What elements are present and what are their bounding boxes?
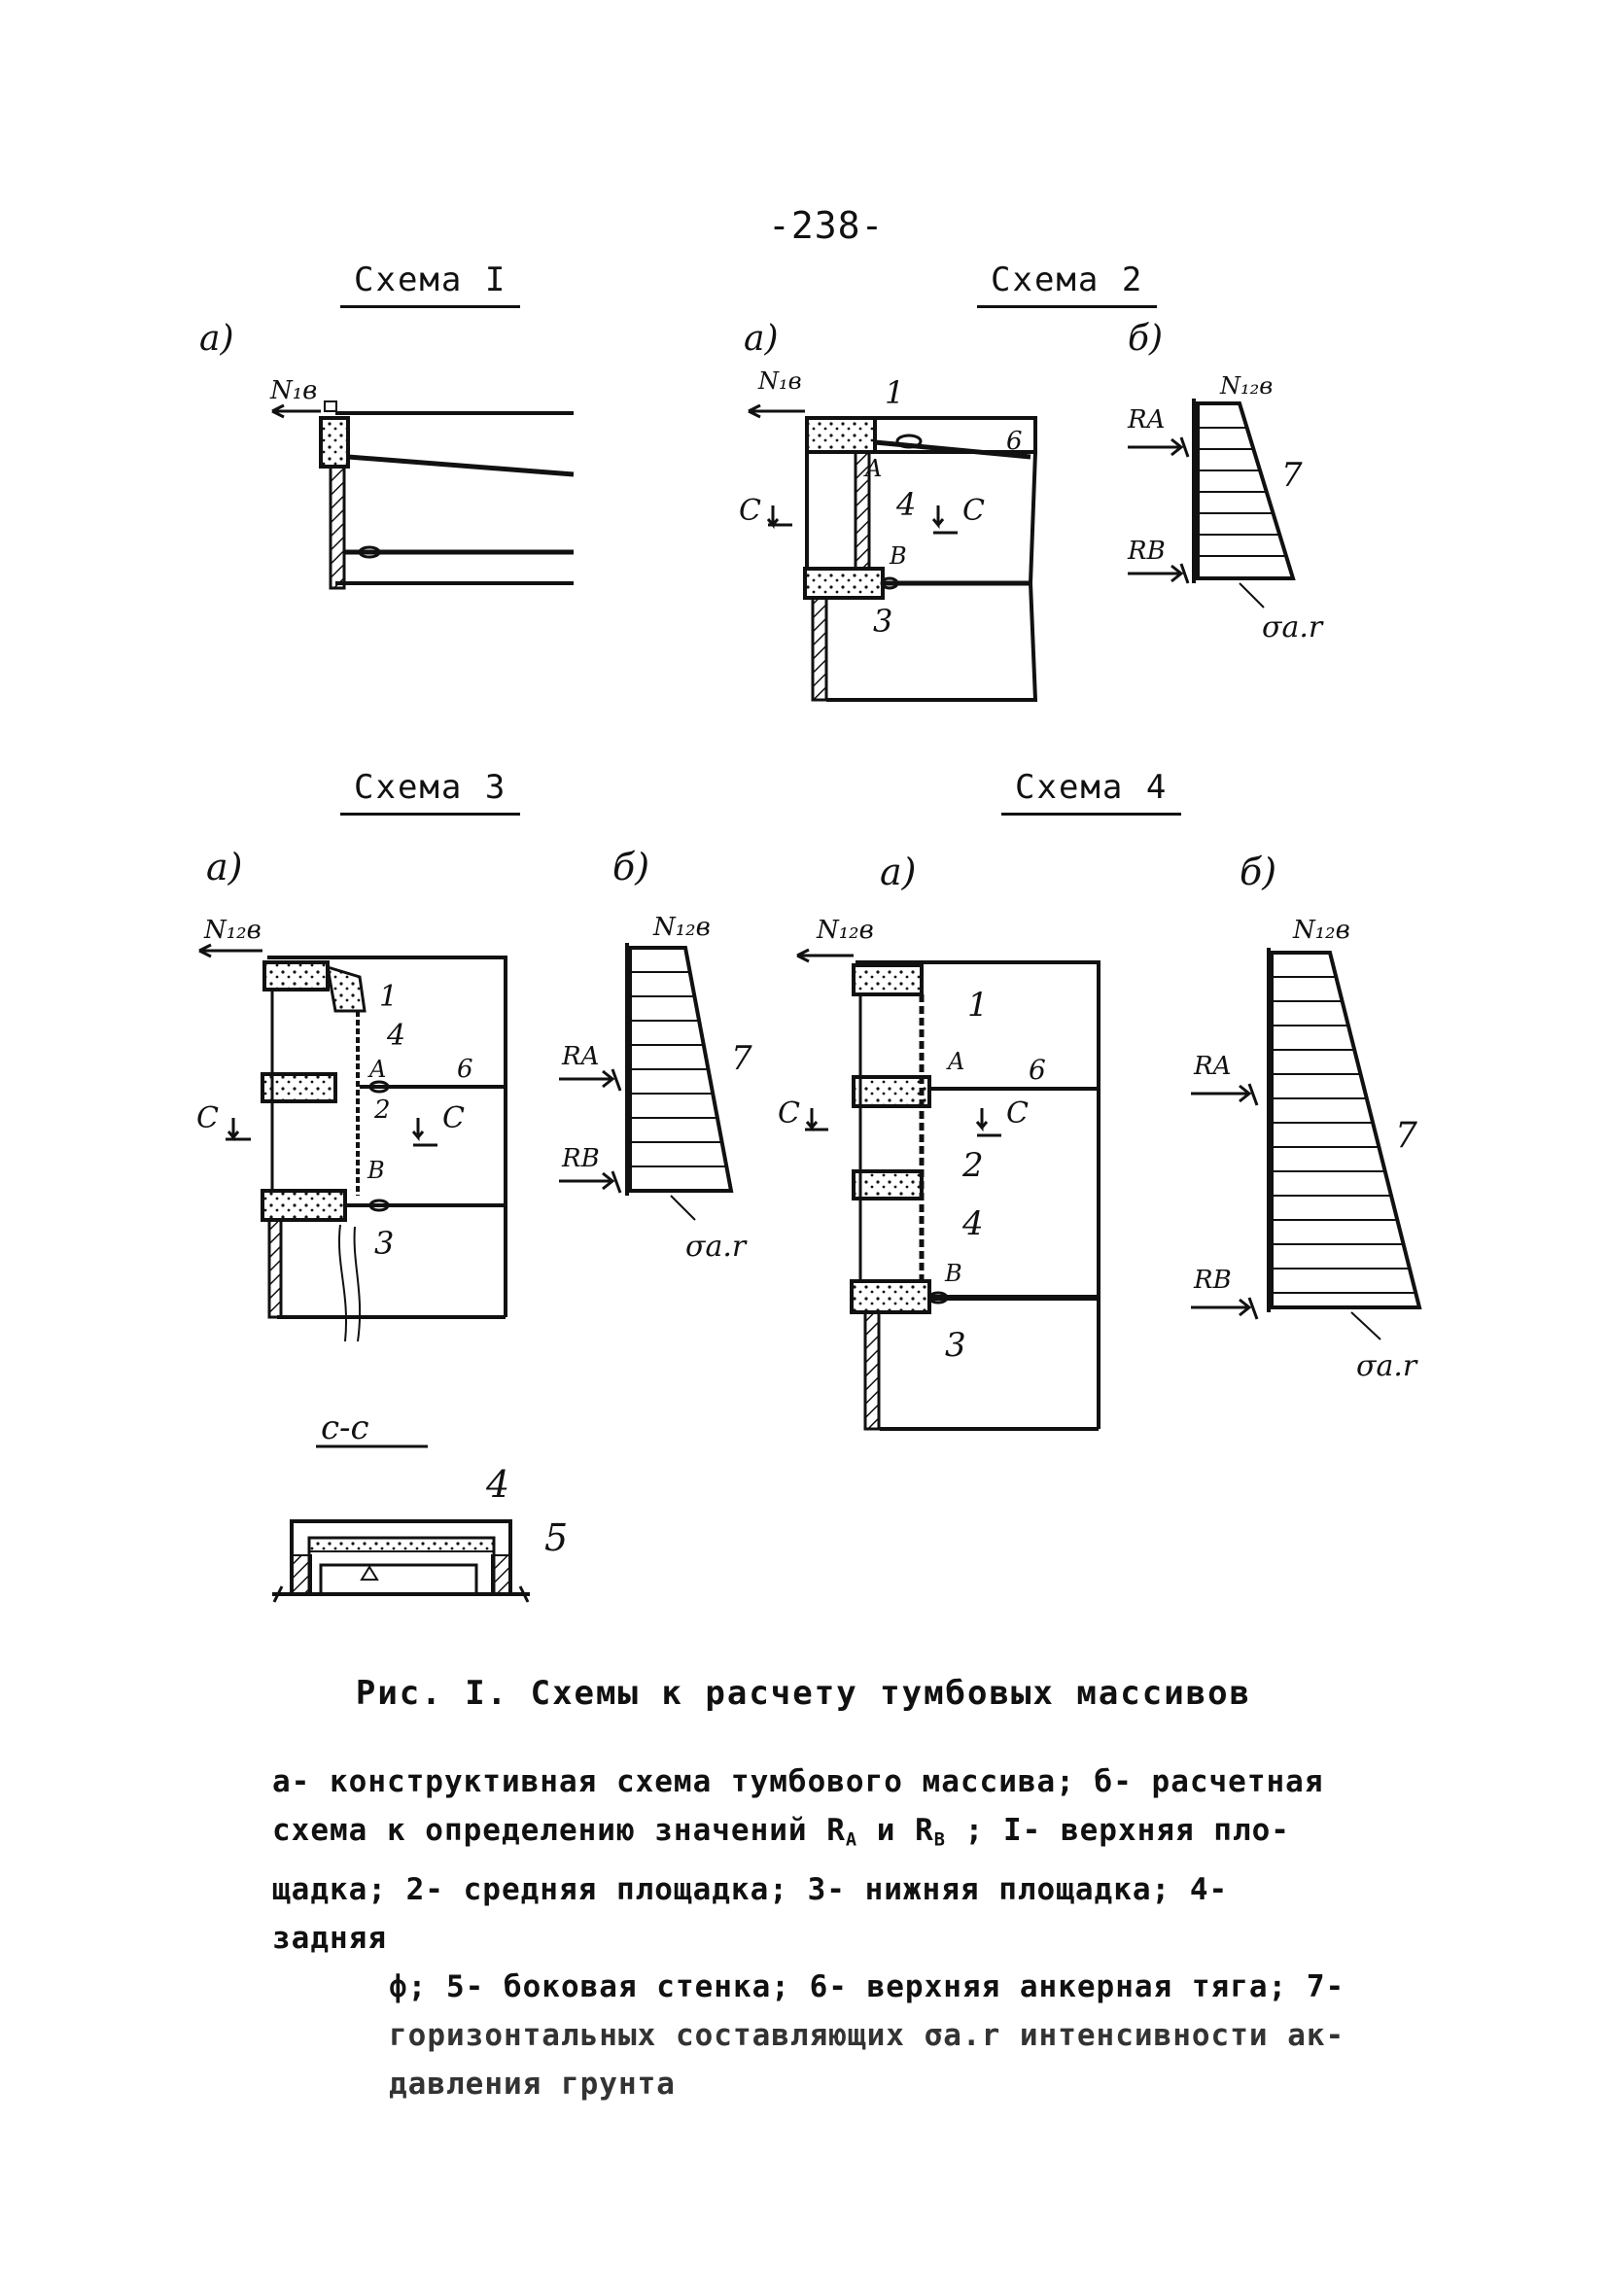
- scheme-4-cut-c2: C: [1006, 1096, 1029, 1131]
- scheme-4-point-a: A: [946, 1048, 964, 1075]
- scheme-2-num-3: 3: [873, 603, 892, 640]
- scheme-3-point-a: A: [367, 1056, 386, 1083]
- legend-line-2-post: ; I- верхняя пло-: [945, 1813, 1290, 1848]
- legend-line-2: схема к определению значений RA и RB ; I…: [272, 1806, 1361, 1865]
- scheme-4-title: Схема 4: [1001, 768, 1182, 816]
- scheme-3-cut-c2: C: [442, 1101, 465, 1135]
- figure-caption: Рис. I. Схемы к расчету тумбовых массиво…: [355, 1674, 1252, 1713]
- scheme-3a-diagram: [198, 943, 507, 1342]
- scheme-4-sigma: σa.r: [1356, 1349, 1418, 1383]
- scheme-4-num-7: 7: [1395, 1116, 1417, 1156]
- legend-line-6: давления грунта: [389, 2066, 676, 2102]
- scheme-4-num-6: 6: [1029, 1054, 1046, 1086]
- scheme-2-title: Схема 2: [977, 261, 1158, 308]
- legend-line-2-pre: схема к определению значений R: [272, 1813, 846, 1848]
- scheme-3-num-7: 7: [731, 1039, 752, 1078]
- legend-line-4: ф; 5- боковая стенка; 6- верхняя анкерна…: [389, 1968, 1345, 2004]
- scheme-1-force: N₁в: [269, 376, 317, 405]
- scheme-2-num-4: 4: [895, 486, 916, 523]
- scheme-3-point-b: B: [367, 1157, 385, 1184]
- scheme-3-title: Схема 3: [340, 768, 521, 816]
- scheme-3-force-b: N₁₂в: [652, 913, 711, 942]
- scheme-3-label-b: б): [612, 846, 649, 888]
- scheme-2-cut-c2: C: [962, 494, 985, 528]
- legend-line-5: горизонтальных составляющих σa.r интенси…: [389, 2017, 1345, 2053]
- scheme-3-sigma: σa.r: [685, 1230, 748, 1264]
- scheme-3-num-6: 6: [457, 1055, 473, 1084]
- section-cc-diagram: [272, 1519, 530, 1603]
- scheme-4-label-b: б): [1240, 851, 1276, 893]
- legend-sub-b: B: [933, 1829, 946, 1851]
- scheme-2b-diagram: [1128, 399, 1296, 609]
- scheme-4-num-1: 1: [967, 986, 989, 1025]
- scheme-2-force-a: N₁в: [757, 367, 802, 395]
- scheme-4-point-b: B: [944, 1260, 962, 1287]
- scheme-4-force-a: N₁₂в: [816, 916, 874, 945]
- scheme-2-sigma: σa.r: [1262, 610, 1324, 644]
- scheme-4-cut-c1: C: [778, 1096, 800, 1131]
- scheme-2-point-a: A: [863, 455, 882, 482]
- page-number: -238-: [768, 204, 885, 247]
- scheme-4a-diagram: [796, 948, 1100, 1431]
- scheme-2-rb: RB: [1127, 537, 1166, 566]
- scheme-2-force-b: N₁₂в: [1219, 372, 1273, 400]
- scheme-2-num-1: 1: [885, 374, 904, 411]
- scheme-2-cut-c1: C: [739, 494, 761, 528]
- legend-line-3: щадка; 2- средняя площадка; 3- нижняя пл…: [272, 1871, 1229, 1956]
- scheme-2-num-6: 6: [1006, 427, 1023, 456]
- scheme-3-label-a: а): [206, 846, 242, 888]
- scheme-2-label-b: б): [1128, 319, 1163, 359]
- legend-line-1: а- конструктивная схема тумбового массив…: [272, 1764, 1324, 1799]
- scheme-4-num-2: 2: [961, 1146, 984, 1185]
- scheme-4-rb: RB: [1193, 1266, 1232, 1295]
- scheme-1-title: Схема I: [340, 261, 521, 308]
- scheme-2-num-7: 7: [1281, 456, 1303, 495]
- scheme-4-ra: RA: [1193, 1052, 1231, 1081]
- section-cc-num-5: 5: [544, 1516, 568, 1559]
- legend-sub-a: A: [845, 1829, 858, 1851]
- scheme-3-num-3: 3: [374, 1225, 394, 1262]
- scheme-4-num-3: 3: [945, 1326, 966, 1365]
- scheme-4-force-b: N₁₂в: [1292, 916, 1350, 945]
- scheme-3-cut-c1: C: [196, 1101, 219, 1135]
- scheme-3-ra: RA: [561, 1042, 599, 1071]
- scheme-2-point-b: B: [889, 542, 907, 570]
- scheme-3b-diagram: [559, 943, 734, 1221]
- scheme-3-force-a: N₁₂в: [203, 916, 262, 945]
- scheme-3-num-1: 1: [379, 980, 398, 1014]
- scheme-4-num-4: 4: [961, 1204, 984, 1243]
- scheme-2a-diagram: [748, 403, 1038, 702]
- scheme-3-rb: RB: [561, 1144, 600, 1173]
- section-cc-title: с-с: [321, 1409, 369, 1447]
- section-cc-num-4: 4: [485, 1463, 509, 1506]
- scheme-2-ra: RA: [1127, 405, 1165, 435]
- scheme-1-label-a: а): [199, 319, 234, 359]
- schemes-figure: а) N₁в а) N₁в 1 6 A 4 C C B 3: [196, 319, 1422, 1603]
- scheme-2-label-a: а): [744, 319, 779, 359]
- scheme-4b-diagram: [1191, 948, 1422, 1340]
- legend-line-2-mid: и R: [857, 1813, 934, 1848]
- scheme-4-label-a: а): [880, 851, 916, 893]
- scheme-3-num-2: 2: [373, 1096, 391, 1125]
- scheme-3-num-4: 4: [386, 1019, 405, 1053]
- figure-legend: а- конструктивная схема тумбового массив…: [272, 1757, 1361, 2108]
- scheme-1-diagram: [271, 400, 575, 590]
